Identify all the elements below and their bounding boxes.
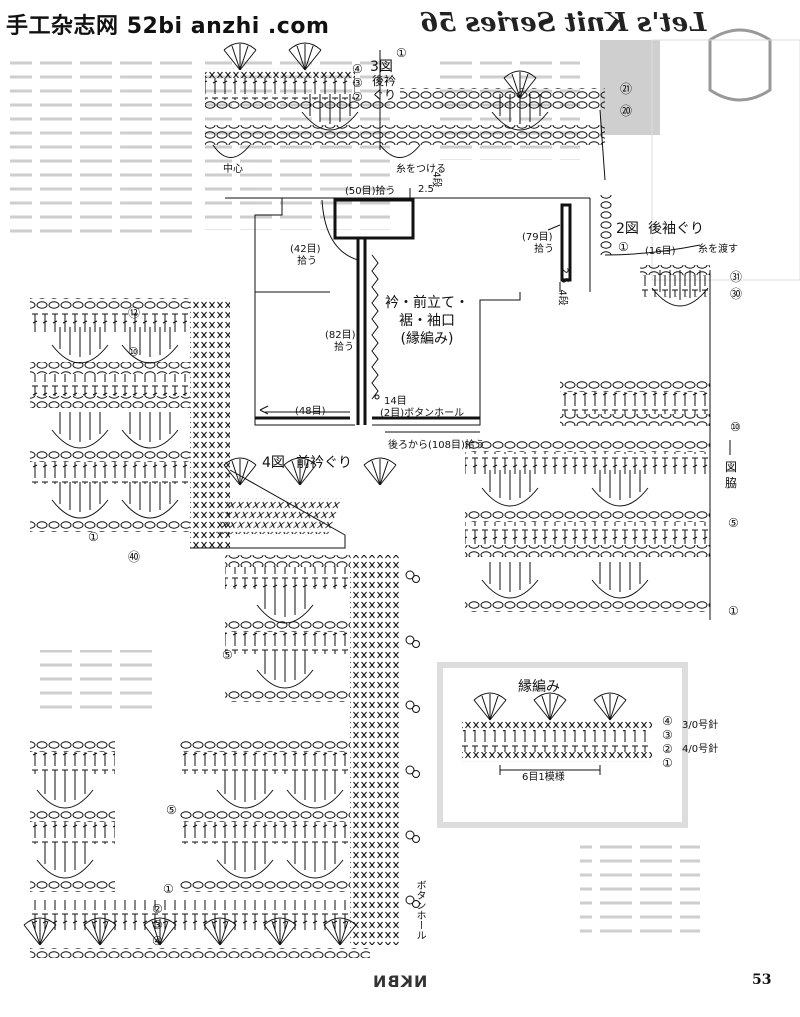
schematic-armhole-pick: 拾う [534, 244, 554, 255]
schematic-front-edge-pick: 拾う [334, 342, 354, 353]
edging-row-2-mark: ② [662, 742, 673, 756]
fig2-row-5: ⑤ [728, 516, 739, 530]
schematic-buttonhole-note: (2目)ボタンホール [380, 408, 465, 419]
fig3-marker-20: ⑳ [620, 104, 633, 118]
site-name: 手工杂志网 [6, 14, 119, 39]
fig4-lower-1: ① [163, 882, 174, 896]
fig4-left-12: ⑫ [128, 306, 141, 320]
schematic-title-line-1: 衿・前立て・ [385, 295, 469, 311]
fig3-label: 3図 [370, 59, 393, 75]
edging-title: 縁編み [518, 679, 560, 695]
fig2-row-1: ① [618, 240, 629, 254]
fig3-row-4: ④ [352, 62, 363, 76]
schematic-neck-count: (50目)拾う [345, 186, 396, 197]
fig4-buttonhole-note: ボタンホール [414, 880, 425, 940]
fig2-side-note: 図 [725, 460, 738, 474]
schematic-hem-front: (48目) [295, 406, 326, 417]
fig2-pass-note: 糸を渡す [698, 244, 738, 255]
edging-chart [437, 662, 688, 828]
fig3-back-neckline [205, 42, 606, 181]
edging-row-1-mark: ① [662, 756, 673, 770]
schematic-armhole-rows: 2.5 [558, 267, 570, 284]
fig4-name: 前衿ぐり [296, 455, 352, 471]
schematic-buttonhole-pos: 14目 [384, 396, 407, 407]
fig3-row-2: ② [352, 90, 363, 104]
fig2-row-1b: ① [728, 604, 739, 618]
edging-repeat-note: 6目1模様 [522, 772, 565, 783]
fig2-side-word: 脇 [725, 476, 738, 490]
fig3-row-1: ① [396, 46, 407, 60]
schematic-title: 衿・前立て・ 裾・袖口 (縁編み) [385, 294, 469, 348]
fig4-lower-5b: ⑤ [166, 803, 177, 817]
page-number: 53 [752, 972, 772, 988]
schematic-front-neck-count: (42目) [290, 244, 321, 255]
schematic-title-line-3: (縁編み) [400, 331, 454, 347]
garment-schematic [225, 188, 591, 433]
fig4-left-40: ㊵ [128, 550, 141, 564]
schematic-armhole-count: (79目) [522, 232, 553, 243]
fig3-row-3: ③ [352, 76, 363, 90]
fig3-marker-21: ㉑ [620, 82, 633, 96]
fig4-left-1: ① [88, 530, 99, 544]
site-domain: 52bi anzhi .com [126, 14, 330, 39]
schematic-hem-back: 後ろから(108目)拾う [388, 440, 485, 451]
fig4-bottom-4: ④ [152, 934, 163, 948]
fig2-count-note: (16目) [645, 246, 676, 257]
schematic-neck-rows-unit: 4段 [430, 171, 442, 188]
fig3-attach-note: 糸をつける [396, 164, 446, 175]
bottom-mirror-text: NKBN [372, 972, 428, 991]
schematic-title-line-2: 裾・袖口 [399, 313, 455, 329]
edging-row-4-mark: ④ [662, 714, 673, 728]
fig4-bottom-2: ② [152, 902, 163, 916]
site-watermark: 手工杂志网 52bi anzhi .com [6, 8, 329, 40]
edging-row-3-mark: ③ [662, 728, 673, 742]
fig2-row-31: ㉛ [730, 270, 743, 284]
edging-row-4-note: 3/0号針 [682, 720, 719, 731]
fig3-center-note: 中心 [223, 164, 243, 175]
fig4-left-10: ⑩ [128, 345, 139, 359]
schematic-front-edge-count: (82目) [325, 330, 356, 341]
fig4-lower-5a: ⑤ [222, 648, 233, 662]
magazine-title-mirrored: Let's Knit Series 56 [420, 8, 707, 38]
fig2-row-10: ⑩ [730, 420, 741, 434]
schematic-armhole-rows-unit: 4段 [556, 289, 568, 306]
photo-bleed [600, 28, 800, 281]
schematic-front-neck-pick: 拾う [297, 256, 317, 267]
fig4-bottom-3: ③ [152, 918, 163, 932]
fig2-row-30: ㉚ [730, 287, 743, 301]
fig2-label: 2図 [616, 221, 639, 237]
edging-row-2-note: 4/0号針 [682, 744, 719, 755]
fig3-name: 後衿ぐり [372, 74, 397, 102]
fig2-name: 後袖ぐり [648, 221, 704, 237]
fig2-back-armhole [465, 195, 731, 620]
fig4-front-neckline [23, 298, 420, 958]
fig4-label: 4図 [262, 455, 285, 471]
schematic-neck-rows: 2.5 [418, 184, 434, 195]
